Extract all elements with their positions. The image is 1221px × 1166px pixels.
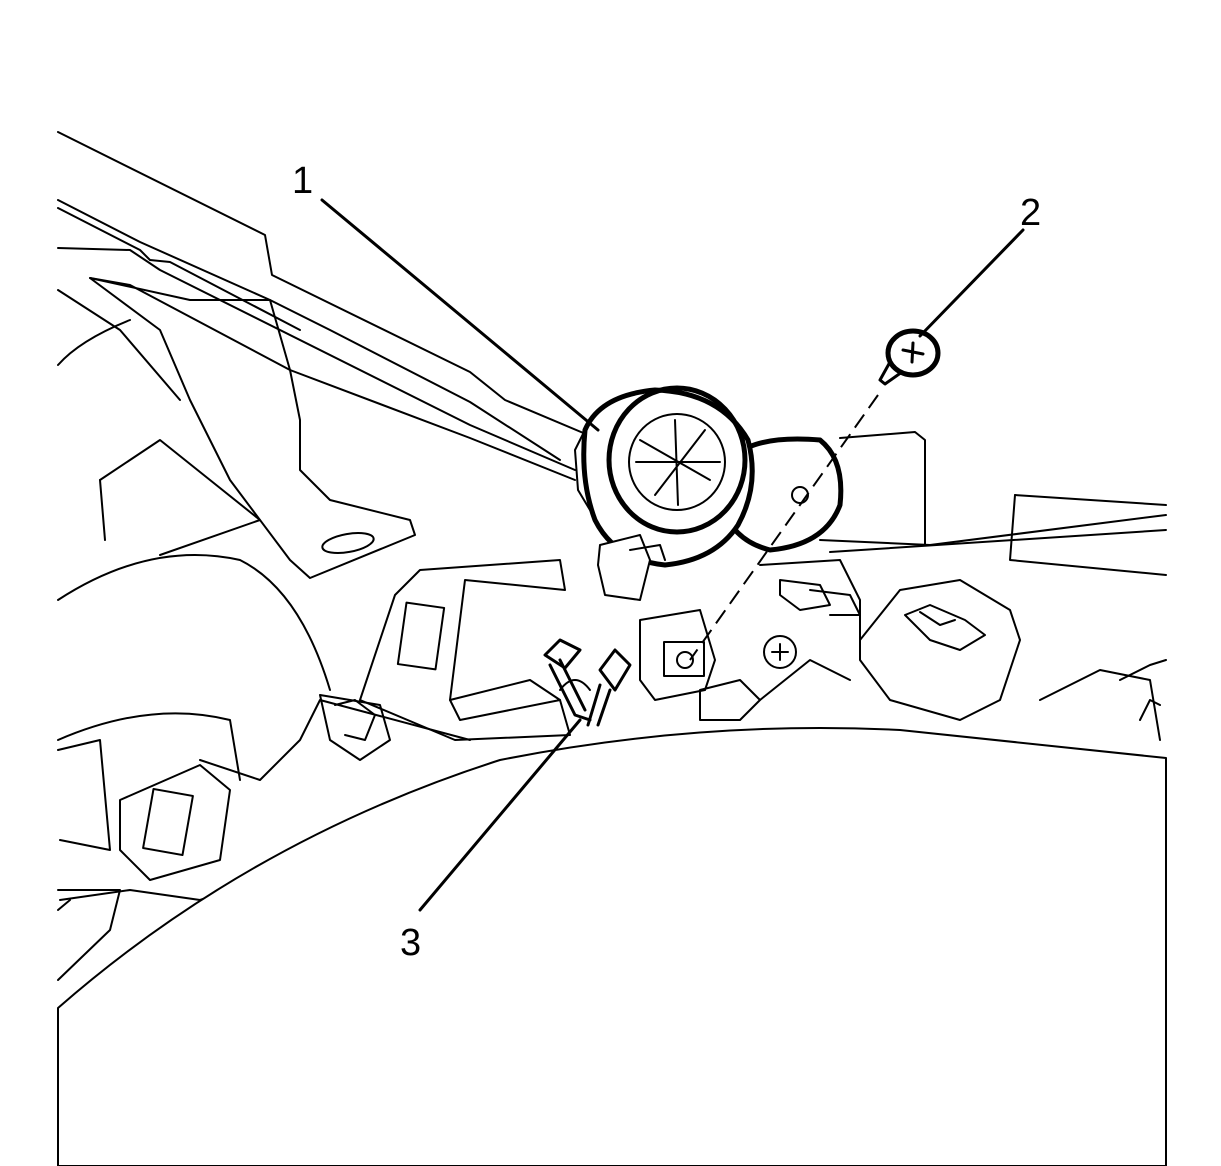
leader-lines [320, 198, 1025, 912]
foreground-arc [57, 727, 1167, 1166]
left-bracket [57, 277, 416, 579]
callout-2: 2 [1020, 192, 1042, 234]
callout-1: 1 [292, 160, 314, 202]
dash-upper-edge [57, 131, 601, 481]
harness-connector [543, 638, 632, 727]
alignment-line [689, 394, 879, 661]
callout-3: 3 [400, 922, 422, 964]
right-structure [759, 431, 1167, 741]
sensor-assembly [574, 385, 844, 601]
screw-icon [878, 328, 941, 386]
left-panel [57, 554, 331, 981]
mounting-boss [639, 609, 761, 721]
center-bracket [359, 559, 571, 741]
